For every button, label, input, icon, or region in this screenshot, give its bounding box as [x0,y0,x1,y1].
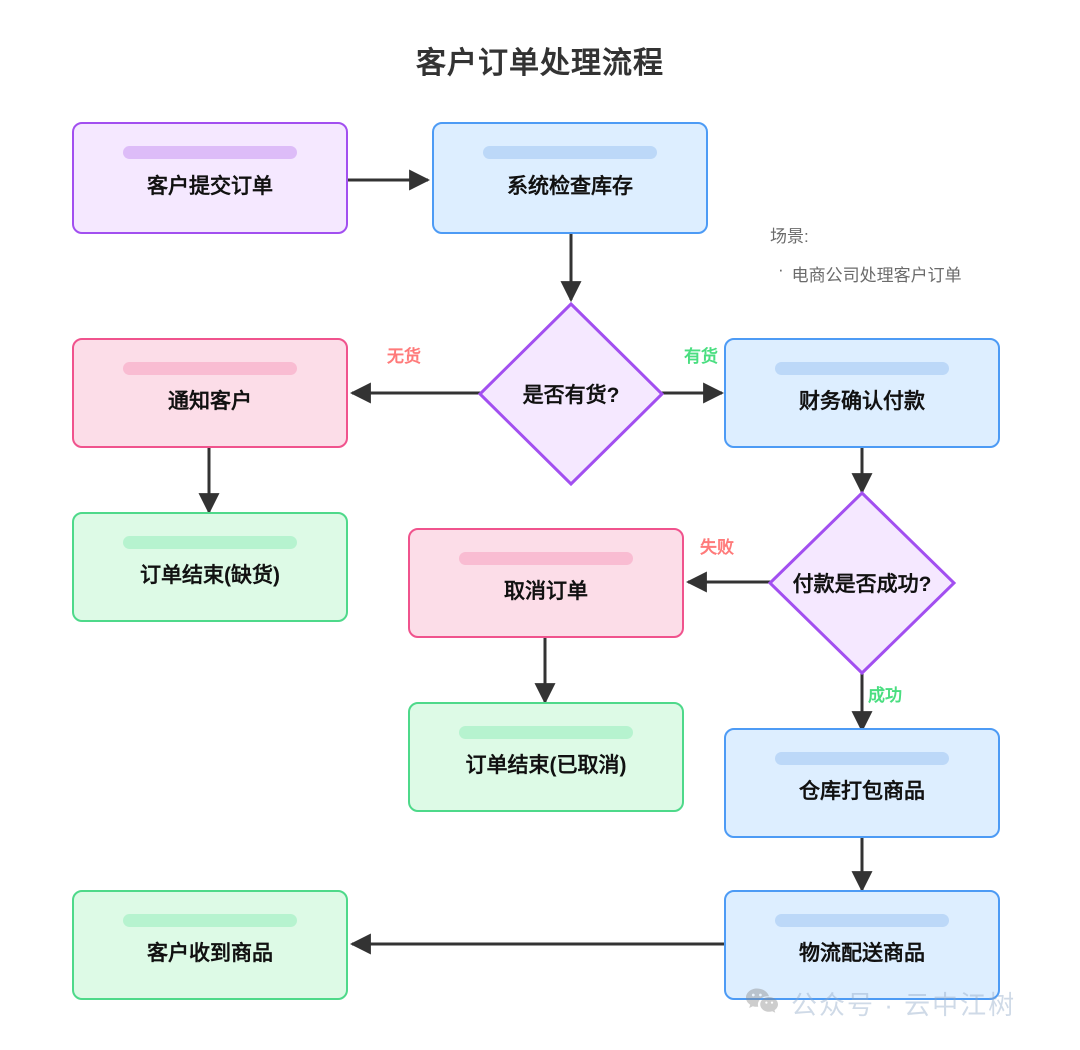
node-order-end-out-of-stock[interactable]: 订单结束(缺货) [72,512,348,622]
node-warehouse-pack[interactable]: 仓库打包商品 [724,728,1000,838]
node-accent-bar [774,914,950,927]
node-cancel-order[interactable]: 取消订单 [408,528,684,638]
node-accent-bar [122,362,298,375]
scenario-note: 场景: · 电商公司处理客户订单 [770,222,1040,286]
node-accent-bar [458,552,634,565]
node-payment-decision[interactable]: 付款是否成功? [767,490,957,676]
node-customer-receive[interactable]: 客户收到商品 [72,890,348,1000]
node-label: 客户提交订单 [147,175,273,198]
edge-label-payment-success: 成功 [868,686,902,705]
node-submit-order[interactable]: 客户提交订单 [72,122,348,234]
node-label: 物流配送商品 [799,942,925,965]
node-label: 系统检查库存 [507,175,633,198]
node-accent-bar [122,146,298,159]
node-label: 付款是否成功? [792,573,932,596]
node-accent-bar [122,536,298,549]
node-label: 是否有货? [522,384,620,407]
node-order-end-cancelled[interactable]: 订单结束(已取消) [408,702,684,812]
page-title: 客户订单处理流程 [416,47,664,80]
scenario-note-item-label: 电商公司处理客户订单 [791,266,962,285]
wechat-icon [745,987,779,1020]
watermark: 公众号 · 云中江树 [745,985,1016,1022]
bullet-icon: · [778,260,784,279]
diamond-shape [767,490,957,676]
node-accent-bar [482,146,658,159]
node-label: 取消订单 [504,580,588,603]
node-logistics-ship[interactable]: 物流配送商品 [724,890,1000,1000]
node-finance-confirm[interactable]: 财务确认付款 [724,338,1000,448]
node-has-stock-decision[interactable]: 是否有货? [476,300,666,488]
node-accent-bar [774,362,950,375]
node-label: 仓库打包商品 [799,780,925,803]
node-label: 订单结束(缺货) [140,564,280,587]
diamond-shape [477,301,665,487]
node-accent-bar [458,726,634,739]
node-check-stock[interactable]: 系统检查库存 [432,122,708,234]
watermark-text: 公众号 · 云中江树 [791,990,1017,1020]
edge-label-in-stock: 有货 [684,347,718,366]
node-label: 客户收到商品 [147,942,273,965]
node-accent-bar [774,752,950,765]
node-label: 财务确认付款 [799,390,925,413]
edge-label-no-stock: 无货 [387,347,421,366]
node-label: 订单结束(已取消) [465,754,627,777]
scenario-note-title: 场景: [770,227,809,246]
node-accent-bar [122,914,298,927]
scenario-note-item: · 电商公司处理客户订单 [770,261,1040,286]
node-label: 通知客户 [168,390,252,413]
node-notify-customer[interactable]: 通知客户 [72,338,348,448]
edge-label-payment-failed: 失败 [700,538,734,557]
